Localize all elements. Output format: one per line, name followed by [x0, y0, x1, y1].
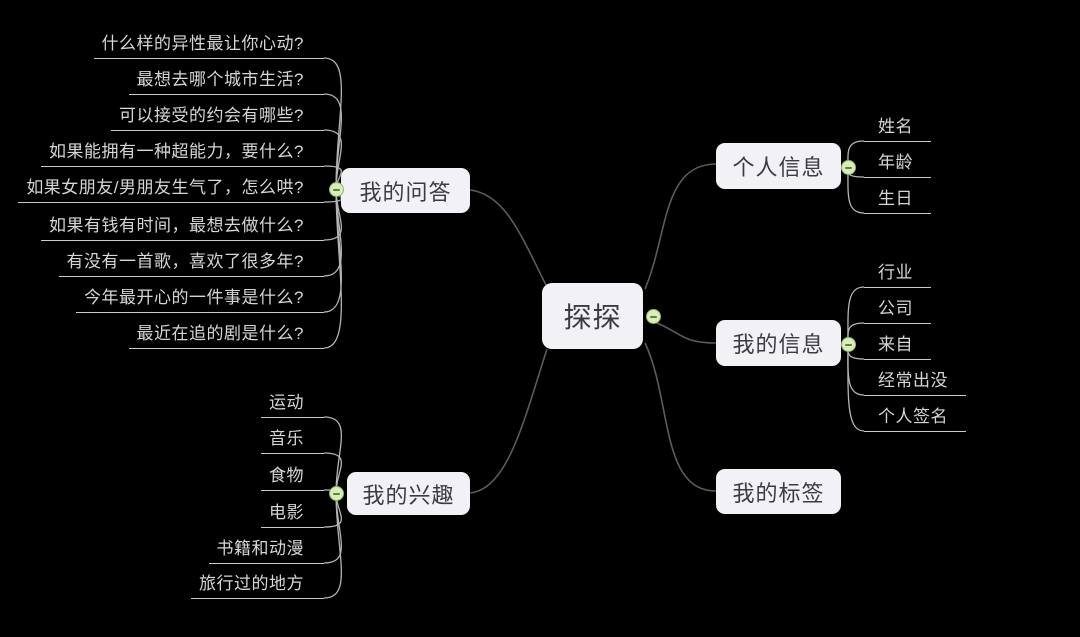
connector-line: [323, 416, 343, 494]
leaf-topic[interactable]: 最想去哪个城市生活?: [128, 68, 324, 95]
branch-topic-mytags[interactable]: 我的标签: [716, 469, 841, 514]
branch-line-myinfo: [649, 319, 717, 344]
leaf-topic[interactable]: 书籍和动漫: [208, 537, 324, 564]
leaf-topic[interactable]: 如果有钱有时间，最想去做什么?: [41, 214, 324, 241]
leaf-topic[interactable]: 如果能拥有一种超能力，要什么?: [41, 140, 324, 167]
branch-topic-interests[interactable]: 我的兴趣: [347, 472, 470, 515]
connector-line: [323, 492, 343, 564]
collapse-button-interests[interactable]: [329, 486, 344, 501]
leaf-topic[interactable]: 姓名: [864, 115, 931, 142]
branch-topic-qna[interactable]: 我的问答: [341, 168, 470, 213]
connector-line: [847, 343, 865, 432]
leaf-topic[interactable]: 来自: [864, 333, 931, 360]
leaf-topic[interactable]: 什么样的异性最让你心动?: [93, 32, 324, 59]
minus-icon: [650, 315, 657, 318]
leaf-connectors-personal: [847, 140, 865, 214]
connector-line: [323, 492, 342, 599]
leaf-topic[interactable]: 最近在追的剧是什么?: [128, 322, 324, 349]
minus-icon: [845, 166, 852, 169]
collapse-button-myinfo[interactable]: [841, 337, 856, 352]
leaf-topic[interactable]: 可以接受的约会有哪些?: [111, 104, 324, 131]
leaf-topic[interactable]: 年龄: [864, 151, 931, 178]
leaf-connectors-qna: [323, 57, 343, 349]
connector-line: [323, 93, 342, 190]
leaf-topic[interactable]: 运动: [261, 391, 324, 418]
branch-line-interests: [469, 348, 548, 494]
connector-line: [323, 188, 342, 349]
branch-topic-personal[interactable]: 个人信息: [716, 143, 841, 189]
branch-connectors: [469, 163, 717, 494]
branch-topic-myinfo[interactable]: 我的信息: [716, 320, 841, 366]
leaf-topic[interactable]: 个人签名: [864, 405, 966, 432]
connector-line: [323, 129, 342, 190]
leaf-connectors-interests: [323, 416, 343, 599]
branch-line-mytags: [644, 342, 717, 492]
root-topic[interactable]: 探探: [542, 283, 643, 349]
leaf-connectors-myinfo: [847, 286, 865, 432]
minus-icon: [333, 492, 340, 495]
branch-line-qna: [469, 189, 548, 288]
collapse-button-root[interactable]: [646, 309, 661, 324]
leaf-topic[interactable]: 行业: [864, 261, 931, 288]
leaf-topic[interactable]: 经常出没: [864, 369, 966, 396]
leaf-topic[interactable]: 有没有一首歌，喜欢了很多年?: [58, 250, 324, 277]
collapse-button-personal[interactable]: [841, 160, 856, 175]
leaf-topic[interactable]: 音乐: [261, 427, 324, 454]
minus-icon: [333, 188, 340, 191]
leaf-topic[interactable]: 食物: [261, 464, 324, 491]
leaf-topic[interactable]: 旅行过的地方: [191, 572, 324, 599]
branch-line-personal: [644, 163, 717, 290]
leaf-topic[interactable]: 公司: [864, 297, 931, 324]
leaf-topic[interactable]: 电影: [261, 501, 324, 528]
leaf-topic[interactable]: 如果女朋友/男朋友生气了，怎么哄?: [18, 176, 324, 203]
leaf-topic[interactable]: 生日: [864, 187, 931, 214]
connector-line: [323, 57, 343, 190]
collapse-button-qna[interactable]: [329, 182, 344, 197]
leaf-topic[interactable]: 今年最开心的一件事是什么?: [76, 286, 324, 313]
connector-line: [847, 286, 865, 345]
minus-icon: [845, 343, 852, 346]
